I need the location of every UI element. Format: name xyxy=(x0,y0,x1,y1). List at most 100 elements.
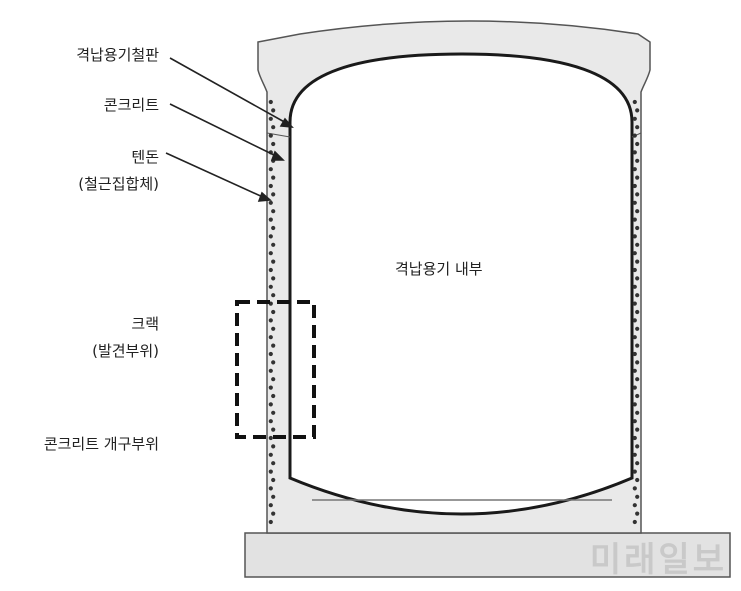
leader-lines xyxy=(165,57,294,202)
tendon-dot-left xyxy=(271,125,276,130)
tendon-dot-left xyxy=(268,435,273,441)
tendon-dot-left xyxy=(271,242,276,247)
tendon-dot-right xyxy=(632,116,637,121)
tendon-dot-right xyxy=(635,108,640,113)
tendon-dot-right xyxy=(635,511,640,516)
tendon-dot-right xyxy=(635,192,640,197)
tendon-dot-right xyxy=(635,175,640,180)
tendon-dot-left xyxy=(268,167,273,172)
tendon-dot-left xyxy=(268,419,273,424)
tendon-dot-right xyxy=(632,167,637,172)
crack-location-box xyxy=(235,300,316,439)
tendon-dot-left xyxy=(271,477,276,483)
tendon-dot-right xyxy=(635,141,640,147)
tendon-dots xyxy=(268,99,640,525)
tendon-dot-left xyxy=(271,141,276,147)
tendon-dot-left xyxy=(271,393,276,399)
tendon-dot-left xyxy=(271,427,276,432)
tendon-dot-left xyxy=(268,183,273,189)
tendon-dot-right xyxy=(632,368,637,373)
tendon-dot-left xyxy=(268,99,273,105)
tendon-dot-left xyxy=(271,259,276,264)
tendon-dot-right xyxy=(632,99,637,105)
tendon-dot-right xyxy=(635,410,640,415)
tendon-dot-left xyxy=(271,444,276,449)
tendon-dot-right xyxy=(635,343,640,348)
base-slab xyxy=(244,532,731,578)
leader-concrete xyxy=(169,103,279,158)
tendon-dot-left xyxy=(268,368,273,373)
tendon-dot-right xyxy=(632,486,637,491)
tendon-dot-left xyxy=(268,217,273,222)
tendon-dot-left xyxy=(268,469,273,474)
tendon-dot-right xyxy=(635,225,640,231)
tendon-dot-right xyxy=(632,469,637,474)
tendon-dot-right xyxy=(632,419,637,424)
tendon-dot-left xyxy=(268,318,273,323)
tendon-dot-right xyxy=(632,267,637,273)
tendon-dot-right xyxy=(632,519,637,525)
tendon-dot-right xyxy=(632,351,637,357)
tendon-dot-right xyxy=(635,393,640,399)
tendon-dot-left xyxy=(271,293,276,298)
tendon-dot-left xyxy=(268,284,273,289)
watermark-logo: 미래일보 xyxy=(589,540,727,580)
label-crack-sub: (발견부위) xyxy=(92,342,159,360)
tendon-dot-left xyxy=(271,494,276,499)
tendon-dot-left xyxy=(268,200,273,205)
tendon-dot-right xyxy=(632,452,637,457)
tendon-dot-left xyxy=(271,209,276,214)
tendon-dot-right xyxy=(632,402,637,407)
tendon-dot-right xyxy=(632,284,637,289)
tendon-dot-right xyxy=(635,309,640,315)
tendon-dot-right xyxy=(632,435,637,441)
tendon-dot-right xyxy=(635,209,640,214)
tendon-dot-right xyxy=(635,276,640,281)
tendon-dot-right xyxy=(632,251,637,256)
tendon-dot-right xyxy=(635,158,640,163)
tendon-dot-right xyxy=(632,217,637,222)
tendon-dot-right xyxy=(635,293,640,298)
tendon-dot-left xyxy=(268,402,273,407)
tendon-dot-left xyxy=(271,410,276,415)
tendon-dot-right xyxy=(632,301,637,306)
tendon-dot-left xyxy=(268,385,273,390)
tendon-dot-left xyxy=(268,452,273,457)
tendon-dot-left xyxy=(268,335,273,340)
tendon-dot-left xyxy=(271,192,276,197)
tendon-dot-left xyxy=(268,351,273,357)
tendon-dot-right xyxy=(632,200,637,205)
tendon-dot-left xyxy=(268,486,273,491)
tendon-dot-left xyxy=(271,511,276,516)
tendon-dot-right xyxy=(635,377,640,382)
tendon-dot-left xyxy=(271,225,276,231)
tendon-dot-left xyxy=(271,343,276,348)
tendon-dot-right xyxy=(632,234,637,239)
leader-tendon xyxy=(165,152,266,199)
tendon-dot-right xyxy=(635,444,640,449)
tendon-dot-right xyxy=(635,326,640,331)
tendon-dot-left xyxy=(271,377,276,382)
tendon-dot-right xyxy=(632,183,637,189)
arrowhead-liner xyxy=(279,117,294,128)
tendon-dot-left xyxy=(268,133,273,138)
tendon-dot-left xyxy=(271,309,276,315)
tendon-dot-right xyxy=(632,335,637,340)
arrowhead-tendon xyxy=(257,191,272,202)
tendon-dot-left xyxy=(271,461,276,466)
label-tendon-sub: (철근집합체) xyxy=(78,175,159,193)
label-concrete: 콘크리트 xyxy=(103,96,159,114)
steel-liner xyxy=(288,52,634,516)
tendon-dot-right xyxy=(635,259,640,264)
tendon-dot-right xyxy=(635,125,640,130)
tendon-dot-right xyxy=(632,318,637,323)
label-tendon: 텐돈 xyxy=(131,148,159,166)
tendon-dot-right xyxy=(635,360,640,365)
tendon-dot-left xyxy=(268,234,273,239)
label-interior: 격납용기 내부 xyxy=(395,260,483,278)
tendon-dot-left xyxy=(271,326,276,331)
tendon-dot-left xyxy=(268,503,273,508)
tendon-dot-right xyxy=(632,133,637,138)
